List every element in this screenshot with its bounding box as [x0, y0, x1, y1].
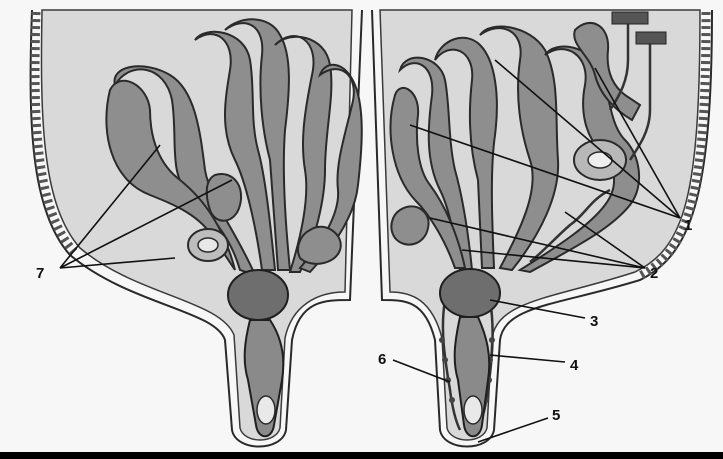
bottom-rule — [0, 452, 723, 459]
left-cistern — [228, 270, 288, 320]
right-cyst-lumen — [588, 152, 612, 168]
left-canal-tip — [257, 396, 275, 424]
label-7: 7 — [36, 265, 44, 282]
right-canal-tip — [464, 396, 482, 424]
left-cyst-lumen — [198, 238, 218, 252]
label-2: 2 — [650, 265, 658, 282]
right-cistern — [440, 269, 500, 317]
label-5: 5 — [552, 407, 560, 424]
label-3: 3 — [590, 313, 598, 330]
label-1: 1 — [684, 217, 692, 234]
label-4: 4 — [570, 357, 579, 374]
label-6: 6 — [378, 351, 386, 368]
